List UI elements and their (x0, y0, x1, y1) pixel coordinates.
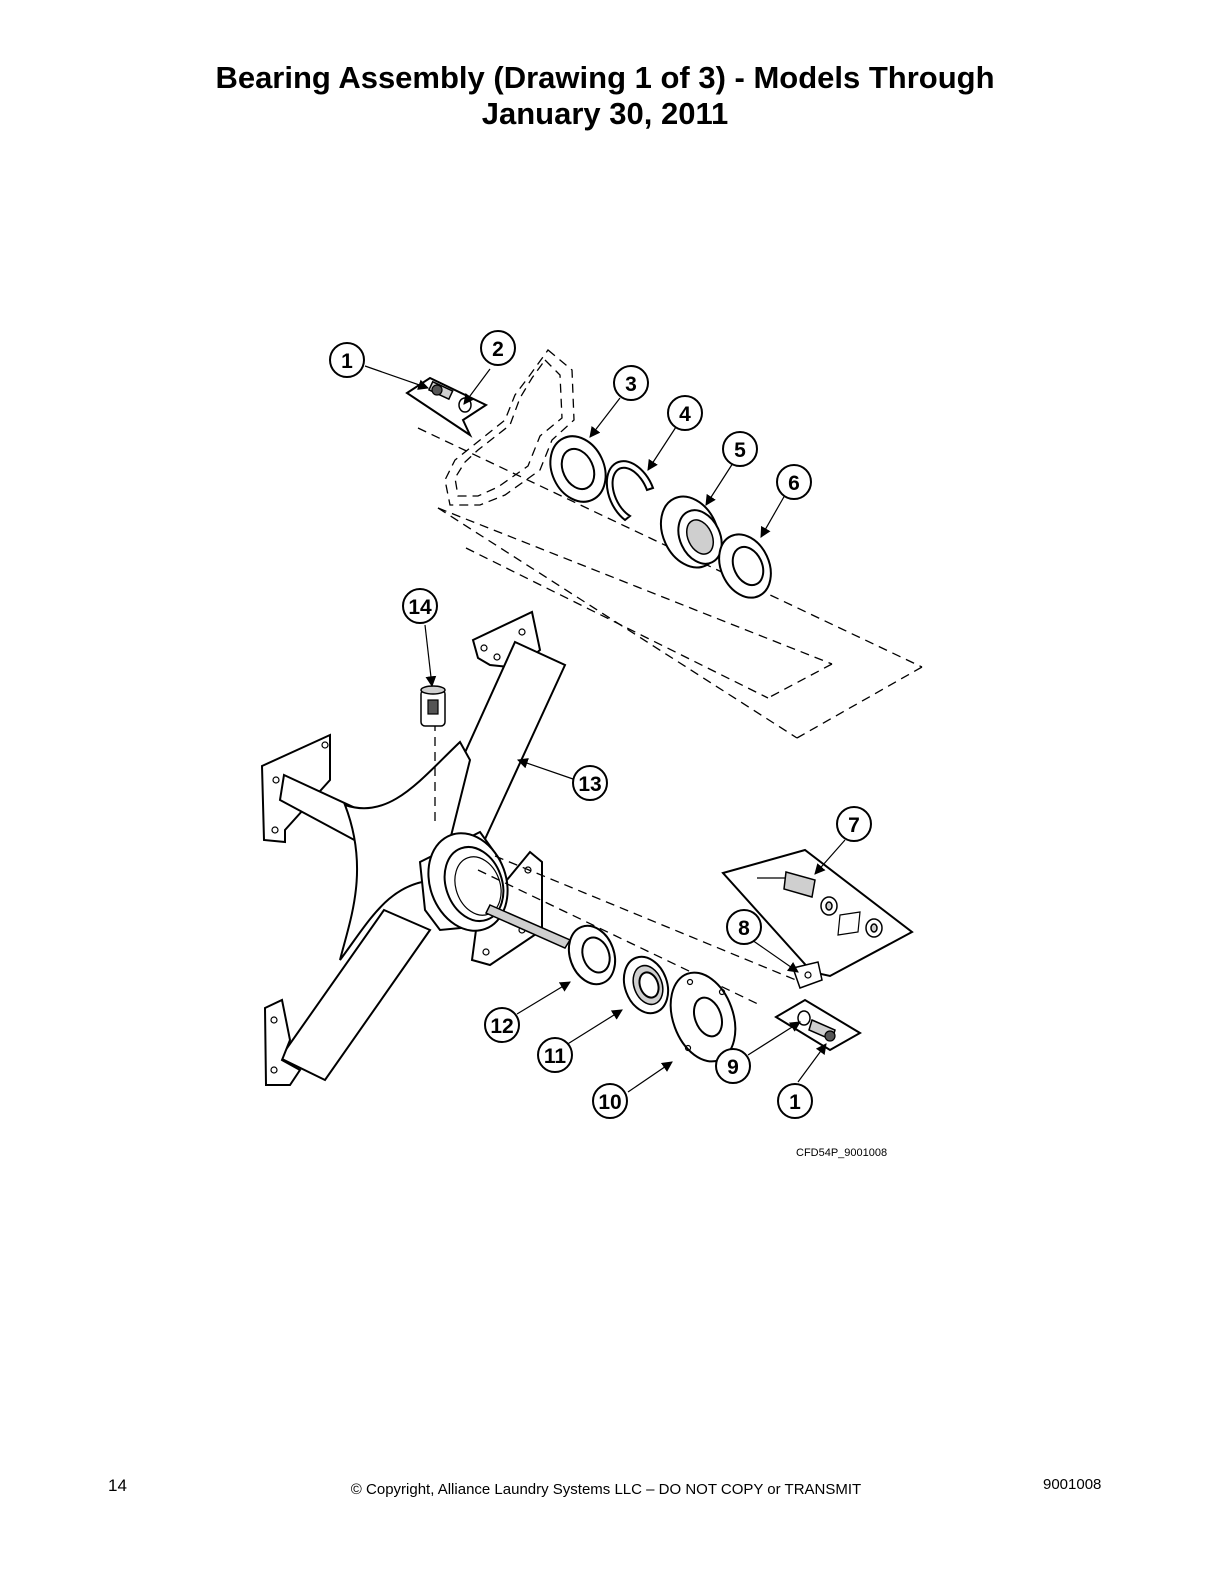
part-5-roller-bearing (659, 495, 723, 569)
drawing-code: CFD54P_9001008 (796, 1147, 888, 1159)
callout-label: 9 (727, 1056, 739, 1079)
callout-label: 11 (544, 1045, 567, 1068)
callout-3: 3 (613, 365, 649, 401)
copyright-notice: © Copyright, Alliance Laundry Systems LL… (350, 1481, 862, 1498)
title-line-2: January 30, 2011 (481, 96, 729, 131)
part-6-seal (718, 533, 772, 599)
page-number: 14 (108, 1476, 127, 1495)
callout-1-upper: 1 (329, 342, 365, 378)
callout-1-lower: 1 (777, 1083, 813, 1119)
part-4-retaining-ring (605, 460, 655, 522)
callout-label: 2 (492, 338, 504, 361)
callout-12: 12 (484, 1007, 520, 1043)
callout-label: 1 (789, 1091, 801, 1114)
callout-label: 14 (408, 596, 432, 619)
callout-label: 6 (788, 472, 800, 495)
callout-8: 8 (726, 909, 762, 945)
shaft (484, 904, 572, 949)
callout-label: 3 (625, 373, 637, 396)
callout-11: 11 (537, 1037, 573, 1073)
callout-7: 7 (836, 806, 872, 842)
callout-label: 7 (848, 814, 860, 837)
callout-6: 6 (776, 464, 812, 500)
housing-plate-outline (444, 349, 575, 506)
leader-lines (364, 365, 846, 1093)
document-number: 9001008 (1043, 1476, 1102, 1493)
callout-4: 4 (667, 395, 703, 431)
part-8-clip (792, 961, 823, 989)
part-14-grease-fitting (420, 685, 446, 727)
callout-13: 13 (572, 765, 608, 801)
part-12-seal (567, 924, 617, 986)
callout-14: 14 (402, 588, 438, 624)
callout-label: 5 (734, 439, 746, 462)
callout-label: 8 (738, 917, 750, 940)
callout-9: 9 (715, 1048, 751, 1084)
callout-10: 10 (592, 1083, 628, 1119)
part-7-hardware-kit (721, 848, 914, 978)
part-11-ball-bearing (622, 955, 670, 1015)
part-10-flange-plate (669, 971, 737, 1063)
callout-label: 4 (679, 403, 691, 426)
callout-label: 1 (341, 350, 353, 373)
callout-5: 5 (722, 431, 758, 467)
part-1-2-upper-fastener (405, 376, 489, 438)
part-9-1-lower-fastener (774, 998, 862, 1052)
callout-2: 2 (480, 330, 516, 366)
title-line-1: Bearing Assembly (Drawing 1 of 3) - Mode… (215, 60, 995, 95)
callout-label: 12 (490, 1015, 513, 1038)
callout-label: 13 (578, 773, 601, 796)
page-title: Bearing Assembly (Drawing 1 of 3) - Mode… (0, 60, 1210, 132)
part-13-spider (260, 610, 567, 1086)
callout-label: 10 (598, 1091, 621, 1114)
part-3-bearing-flange (549, 435, 607, 503)
